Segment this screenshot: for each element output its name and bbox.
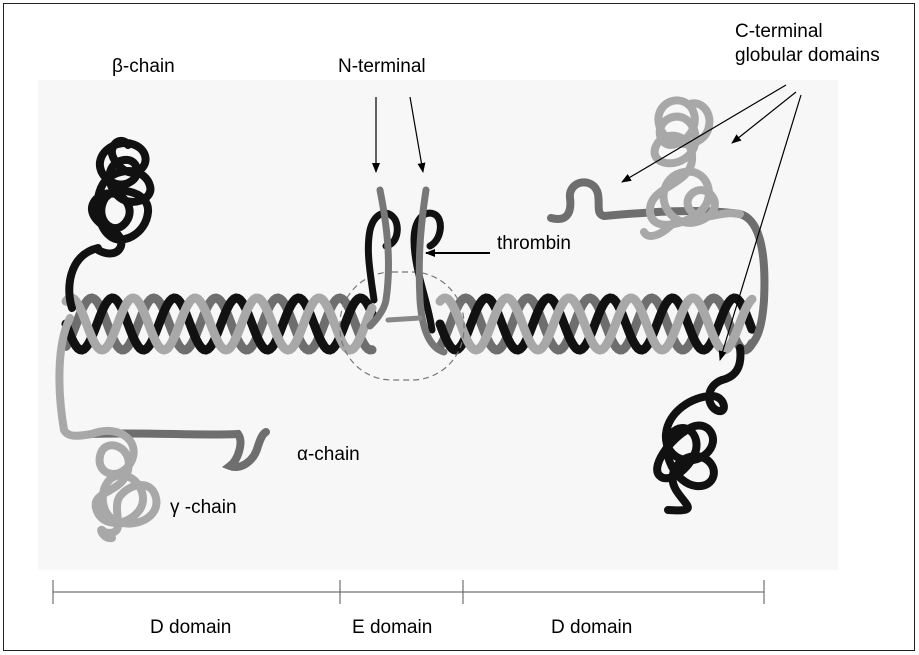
beta-chain-label: β-chain <box>112 56 175 78</box>
thrombin-label: thrombin <box>497 233 571 255</box>
central-link <box>388 318 420 320</box>
d-domain-left-label: D domain <box>150 617 231 639</box>
n-terminal-arrow-right <box>410 97 423 172</box>
c-terminal-label-line2: globular domains <box>735 44 880 68</box>
c-terminal-label: C-terminal globular domains <box>735 20 880 68</box>
beta-chain-right-globular-domain <box>657 380 724 510</box>
c-terminal-label-line1: C-terminal <box>735 20 880 44</box>
e-domain-label: E domain <box>352 617 432 639</box>
c-terminal-arrow-2 <box>732 92 796 143</box>
d-domain-right-label: D domain <box>551 617 632 639</box>
beta-chain-left-globular-domain <box>92 141 151 254</box>
n-terminal-label: N-terminal <box>338 56 426 78</box>
alpha-chain-label: α-chain <box>297 444 360 466</box>
domain-scale-bar <box>53 580 764 604</box>
coiled-coil-region <box>66 298 752 350</box>
gamma-chain-left-globular-domain <box>92 431 156 538</box>
gamma-chain-label: γ -chain <box>170 497 237 519</box>
c-terminal-arrow-1 <box>622 85 786 182</box>
